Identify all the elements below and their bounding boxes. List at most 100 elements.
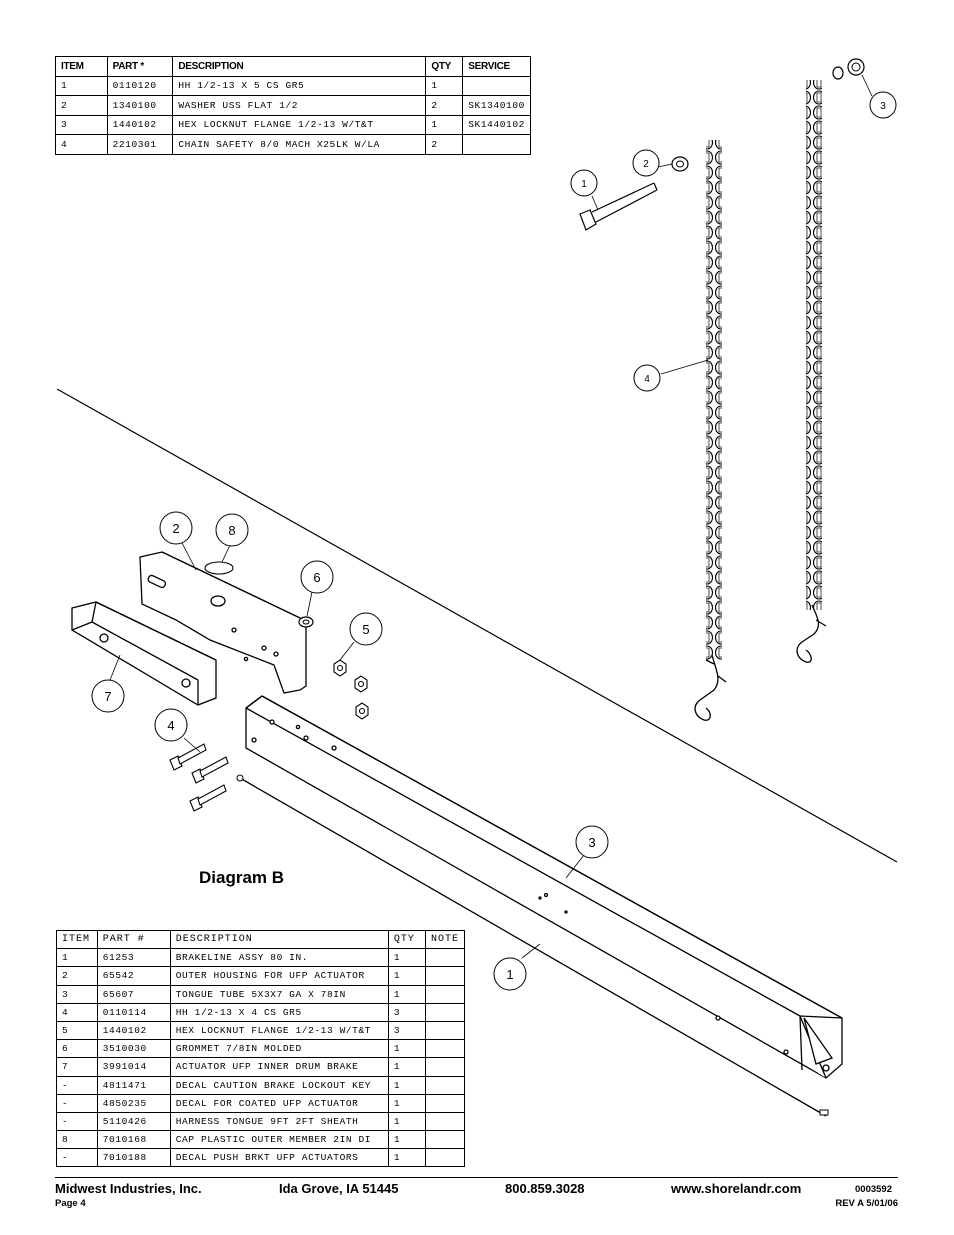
company-phone: 800.859.3028 [505, 1181, 585, 1196]
grommet [298, 616, 314, 628]
cell-item: 3 [56, 984, 98, 1004]
callout-upper-1: 1 [570, 169, 598, 197]
cell-note [424, 984, 466, 1004]
cell-description: BRAKELINE ASSY 80 IN. [169, 948, 389, 968]
document-number: 0003592 [855, 1184, 892, 1195]
cell-note [424, 1002, 466, 1022]
cell-part: 65542 [96, 966, 171, 986]
table-row: 1 0110120 HH 1/2-13 X 5 CS GR5 1 [55, 75, 531, 96]
cell-part: 65607 [96, 984, 171, 1004]
cell-note [424, 1148, 466, 1168]
callout-lower-8: 8 [215, 513, 249, 547]
footer-divider [55, 1177, 898, 1178]
table-row: 2 1340100 WASHER USS FLAT 1/2 2 SK134010… [55, 95, 531, 116]
cell-description: DECAL CAUTION BRAKE LOCKOUT KEY [169, 1075, 389, 1095]
callout-lower-7: 7 [91, 679, 125, 713]
svg-text:4: 4 [167, 718, 174, 733]
cell-part: 5110426 [96, 1111, 171, 1132]
cell-note [424, 1057, 466, 1077]
hex-bolt-upper [579, 182, 658, 231]
cell-description: HEX LOCKNUT FLANGE 1/2-13 W/T&T [169, 1020, 389, 1041]
outer-housing-bracket [139, 551, 307, 694]
company-name: Midwest Industries, Inc. [55, 1181, 202, 1196]
cell-part: 3991014 [96, 1057, 171, 1077]
hex-bolts-lower [169, 743, 229, 812]
revision-label: REV A 5/01/06 [835, 1198, 898, 1209]
cell-item: - [56, 1111, 98, 1132]
svg-text:1: 1 [581, 179, 587, 190]
cell-qty: 1 [387, 966, 426, 986]
locknut-upper [832, 58, 865, 80]
svg-text:2: 2 [643, 159, 649, 170]
cell-qty: 1 [387, 1111, 426, 1132]
callout-lower-1: 1 [493, 957, 527, 991]
cell-item: - [56, 1148, 98, 1168]
cell-qty: 3 [387, 1020, 426, 1041]
cell-note [424, 1093, 466, 1113]
cell-part: 61253 [96, 948, 171, 968]
plastic-cap [204, 561, 234, 575]
svg-text:8: 8 [228, 523, 235, 538]
cell-item: 4 [56, 1002, 98, 1022]
cell-item: - [56, 1075, 98, 1095]
cell-description: HARNESS TONGUE 9FT 2FT SHEATH [169, 1111, 389, 1132]
page-number: Page 4 [55, 1198, 86, 1209]
svg-text:3: 3 [880, 101, 886, 112]
company-location: Ida Grove, IA 51445 [279, 1181, 399, 1196]
cell-description: OUTER HOUSING FOR UFP ACTUATOR [169, 966, 389, 986]
cell-qty: 1 [387, 1130, 426, 1150]
cell-part: 4850235 [96, 1093, 171, 1113]
cell-part: 1440102 [96, 1020, 171, 1041]
cell-description: HH 1/2-13 X 4 CS GR5 [169, 1002, 389, 1022]
callout-lower-5: 5 [349, 612, 383, 646]
table-header-row: ITEM PART # DESCRIPTION QTY NOTE [56, 929, 466, 950]
cell-service: SK1340100 [462, 95, 531, 116]
cell-part: 3510030 [96, 1039, 171, 1059]
col-header-qty: QTY [387, 929, 426, 950]
section-divider-line [56, 388, 898, 863]
cell-description: TONGUE TUBE 5X3X7 GA X 78IN [169, 984, 389, 1004]
cell-item: 2 [56, 966, 98, 986]
cell-note [424, 1130, 466, 1150]
cell-note [424, 1075, 466, 1095]
cell-part: 7010188 [96, 1148, 171, 1168]
brakeline [236, 774, 829, 1117]
cell-item: 1 [56, 948, 98, 968]
callout-upper-2: 2 [632, 149, 660, 177]
callout-lower-2: 2 [159, 511, 193, 545]
cell-qty: 1 [387, 948, 426, 968]
svg-text:3: 3 [588, 835, 595, 850]
cell-note [424, 1111, 466, 1132]
callout-lower-4: 4 [154, 708, 188, 742]
col-header-item: ITEM [56, 929, 98, 950]
cell-part: 0110114 [96, 1002, 171, 1022]
cell-service [462, 134, 531, 155]
svg-text:2: 2 [172, 521, 179, 536]
cell-item: 8 [56, 1130, 98, 1150]
flat-washer-upper [671, 156, 689, 172]
cell-item: 7 [56, 1057, 98, 1077]
cell-qty: 1 [387, 1057, 426, 1077]
col-header-note: NOTE [424, 929, 466, 950]
cell-description: GROMMET 7/8IN MOLDED [169, 1039, 389, 1059]
callout-upper-3: 3 [869, 91, 897, 119]
cell-note [424, 948, 466, 968]
cell-note [424, 1020, 466, 1041]
table-header-row: ITEM PART * DESCRIPTION QTY SERVICE [55, 56, 531, 77]
svg-text:5: 5 [362, 622, 369, 637]
cell-part: 4811471 [96, 1075, 171, 1095]
svg-text:1: 1 [506, 967, 513, 982]
cell-qty: 1 [387, 1093, 426, 1113]
parts-table-chain: ITEM PART * DESCRIPTION QTY SERVICE 1 01… [55, 56, 531, 155]
table-row: 4 2210301 CHAIN SAFETY 8/0 MACH X25LK W/… [55, 134, 531, 155]
